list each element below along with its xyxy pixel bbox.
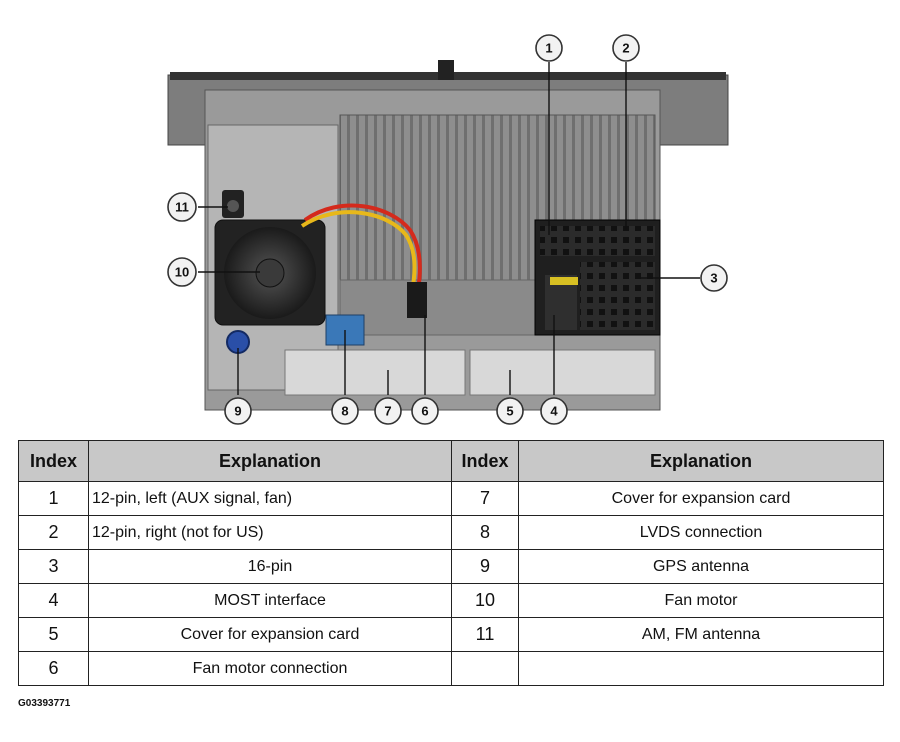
row-index: 11 [451, 617, 519, 652]
callout-7: 7 [374, 397, 402, 425]
callout-8: 8 [331, 397, 359, 425]
callout-1: 1 [535, 34, 563, 62]
fan-motor-connector [407, 282, 427, 318]
svg-text:1: 1 [545, 41, 552, 56]
svg-text:10: 10 [175, 265, 189, 280]
header-index-left: Index [18, 440, 89, 482]
svg-text:5: 5 [506, 404, 513, 419]
device-rear-view: 1 2 3 4 5 6 7 8 9 10 11 [140, 30, 760, 435]
row-explanation: AM, FM antenna [518, 617, 884, 652]
row-explanation: 16-pin [88, 549, 452, 584]
header-index-right: Index [451, 440, 519, 482]
connector-pins [540, 226, 655, 256]
table-row: 2 12-pin, right (not for US) 8 LVDS conn… [18, 515, 884, 550]
table-header-row: Index Explanation Index Explanation [18, 440, 884, 482]
svg-text:4: 4 [550, 404, 558, 419]
wire-yellow [300, 210, 417, 293]
device-illustration: 1 2 3 4 5 6 7 8 9 10 11 [167, 34, 729, 425]
table-row: 1 12-pin, left (AUX signal, fan) 7 Cover… [18, 481, 884, 516]
svg-text:3: 3 [710, 271, 717, 286]
row-index: 5 [18, 617, 89, 652]
callout-11: 11 [167, 192, 197, 222]
expansion-cover-right [469, 349, 656, 396]
row-explanation: Cover for expansion card [88, 617, 452, 652]
row-explanation: Fan motor [518, 583, 884, 618]
top-knob [438, 60, 454, 80]
connector-label [550, 277, 578, 285]
row-index: 9 [451, 549, 519, 584]
am-fm-antenna-socket [227, 200, 239, 212]
row-index: 7 [451, 481, 519, 516]
wire-red [303, 203, 422, 291]
row-index: 10 [451, 583, 519, 618]
header-explanation-right: Explanation [518, 440, 884, 482]
svg-text:9: 9 [234, 404, 241, 419]
row-explanation: GPS antenna [518, 549, 884, 584]
callout-10: 10 [167, 257, 197, 287]
svg-text:11: 11 [175, 200, 189, 215]
row-explanation: MOST interface [88, 583, 452, 618]
svg-text:8: 8 [341, 404, 348, 419]
callout-3: 3 [700, 264, 728, 292]
fan-hub [255, 258, 285, 288]
table-row: 4 MOST interface 10 Fan motor [18, 583, 884, 618]
row-explanation: Fan motor connection [88, 651, 452, 686]
row-index: 6 [18, 651, 89, 686]
connector-pins-lower [580, 262, 655, 330]
table-row: 5 Cover for expansion card 11 AM, FM ant… [18, 617, 884, 652]
row-index: 1 [18, 481, 89, 516]
expansion-cover-left [284, 349, 466, 396]
row-index: 3 [18, 549, 89, 584]
callout-6: 6 [411, 397, 439, 425]
row-index [451, 651, 519, 686]
row-index: 4 [18, 583, 89, 618]
legend-table: Index Explanation Index Explanation 1 12… [18, 440, 884, 686]
callout-5: 5 [496, 397, 524, 425]
row-index: 8 [451, 515, 519, 550]
row-index: 2 [18, 515, 89, 550]
svg-text:7: 7 [384, 404, 391, 419]
table-row: 6 Fan motor connection [18, 651, 884, 686]
header-explanation-left: Explanation [88, 440, 452, 482]
row-explanation: 12-pin, left (AUX signal, fan) [88, 481, 452, 516]
svg-text:2: 2 [622, 41, 629, 56]
table-row: 3 16-pin 9 GPS antenna [18, 549, 884, 584]
row-explanation: Cover for expansion card [518, 481, 884, 516]
svg-text:6: 6 [421, 404, 428, 419]
row-explanation: 12-pin, right (not for US) [88, 515, 452, 550]
figure-code: G03393771 [18, 698, 71, 709]
callout-9: 9 [224, 397, 252, 425]
callout-2: 2 [612, 34, 640, 62]
callout-4: 4 [540, 397, 568, 425]
row-explanation: LVDS connection [518, 515, 884, 550]
row-explanation [518, 651, 884, 686]
